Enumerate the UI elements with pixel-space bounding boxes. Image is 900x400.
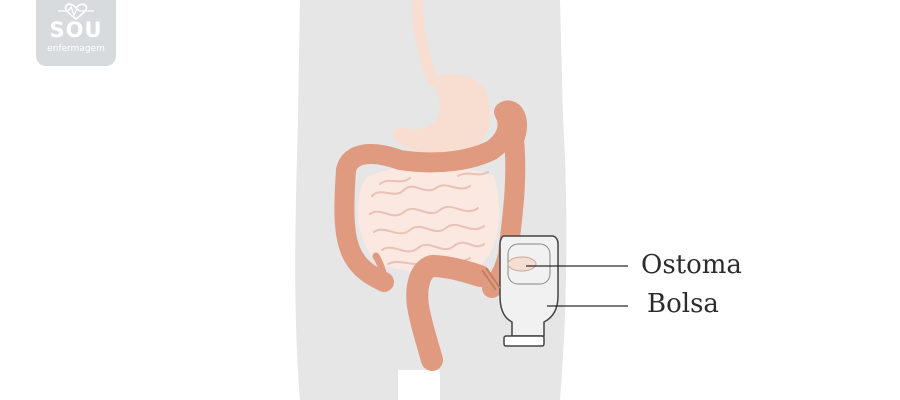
large-intestine xyxy=(334,100,527,371)
heart-pulse-icon xyxy=(58,3,94,20)
stoma-connection xyxy=(481,267,501,291)
stomach xyxy=(392,73,491,157)
ostoma-label: Ostoma xyxy=(641,250,742,280)
logo-main-text: SOU xyxy=(49,18,103,42)
logo: SOU enfermagem xyxy=(36,0,116,66)
esophagus xyxy=(412,0,438,86)
logo-sub-text: enfermagem xyxy=(47,44,105,54)
ostomy-pouch xyxy=(499,235,559,347)
bolsa-label: Bolsa xyxy=(647,289,719,319)
